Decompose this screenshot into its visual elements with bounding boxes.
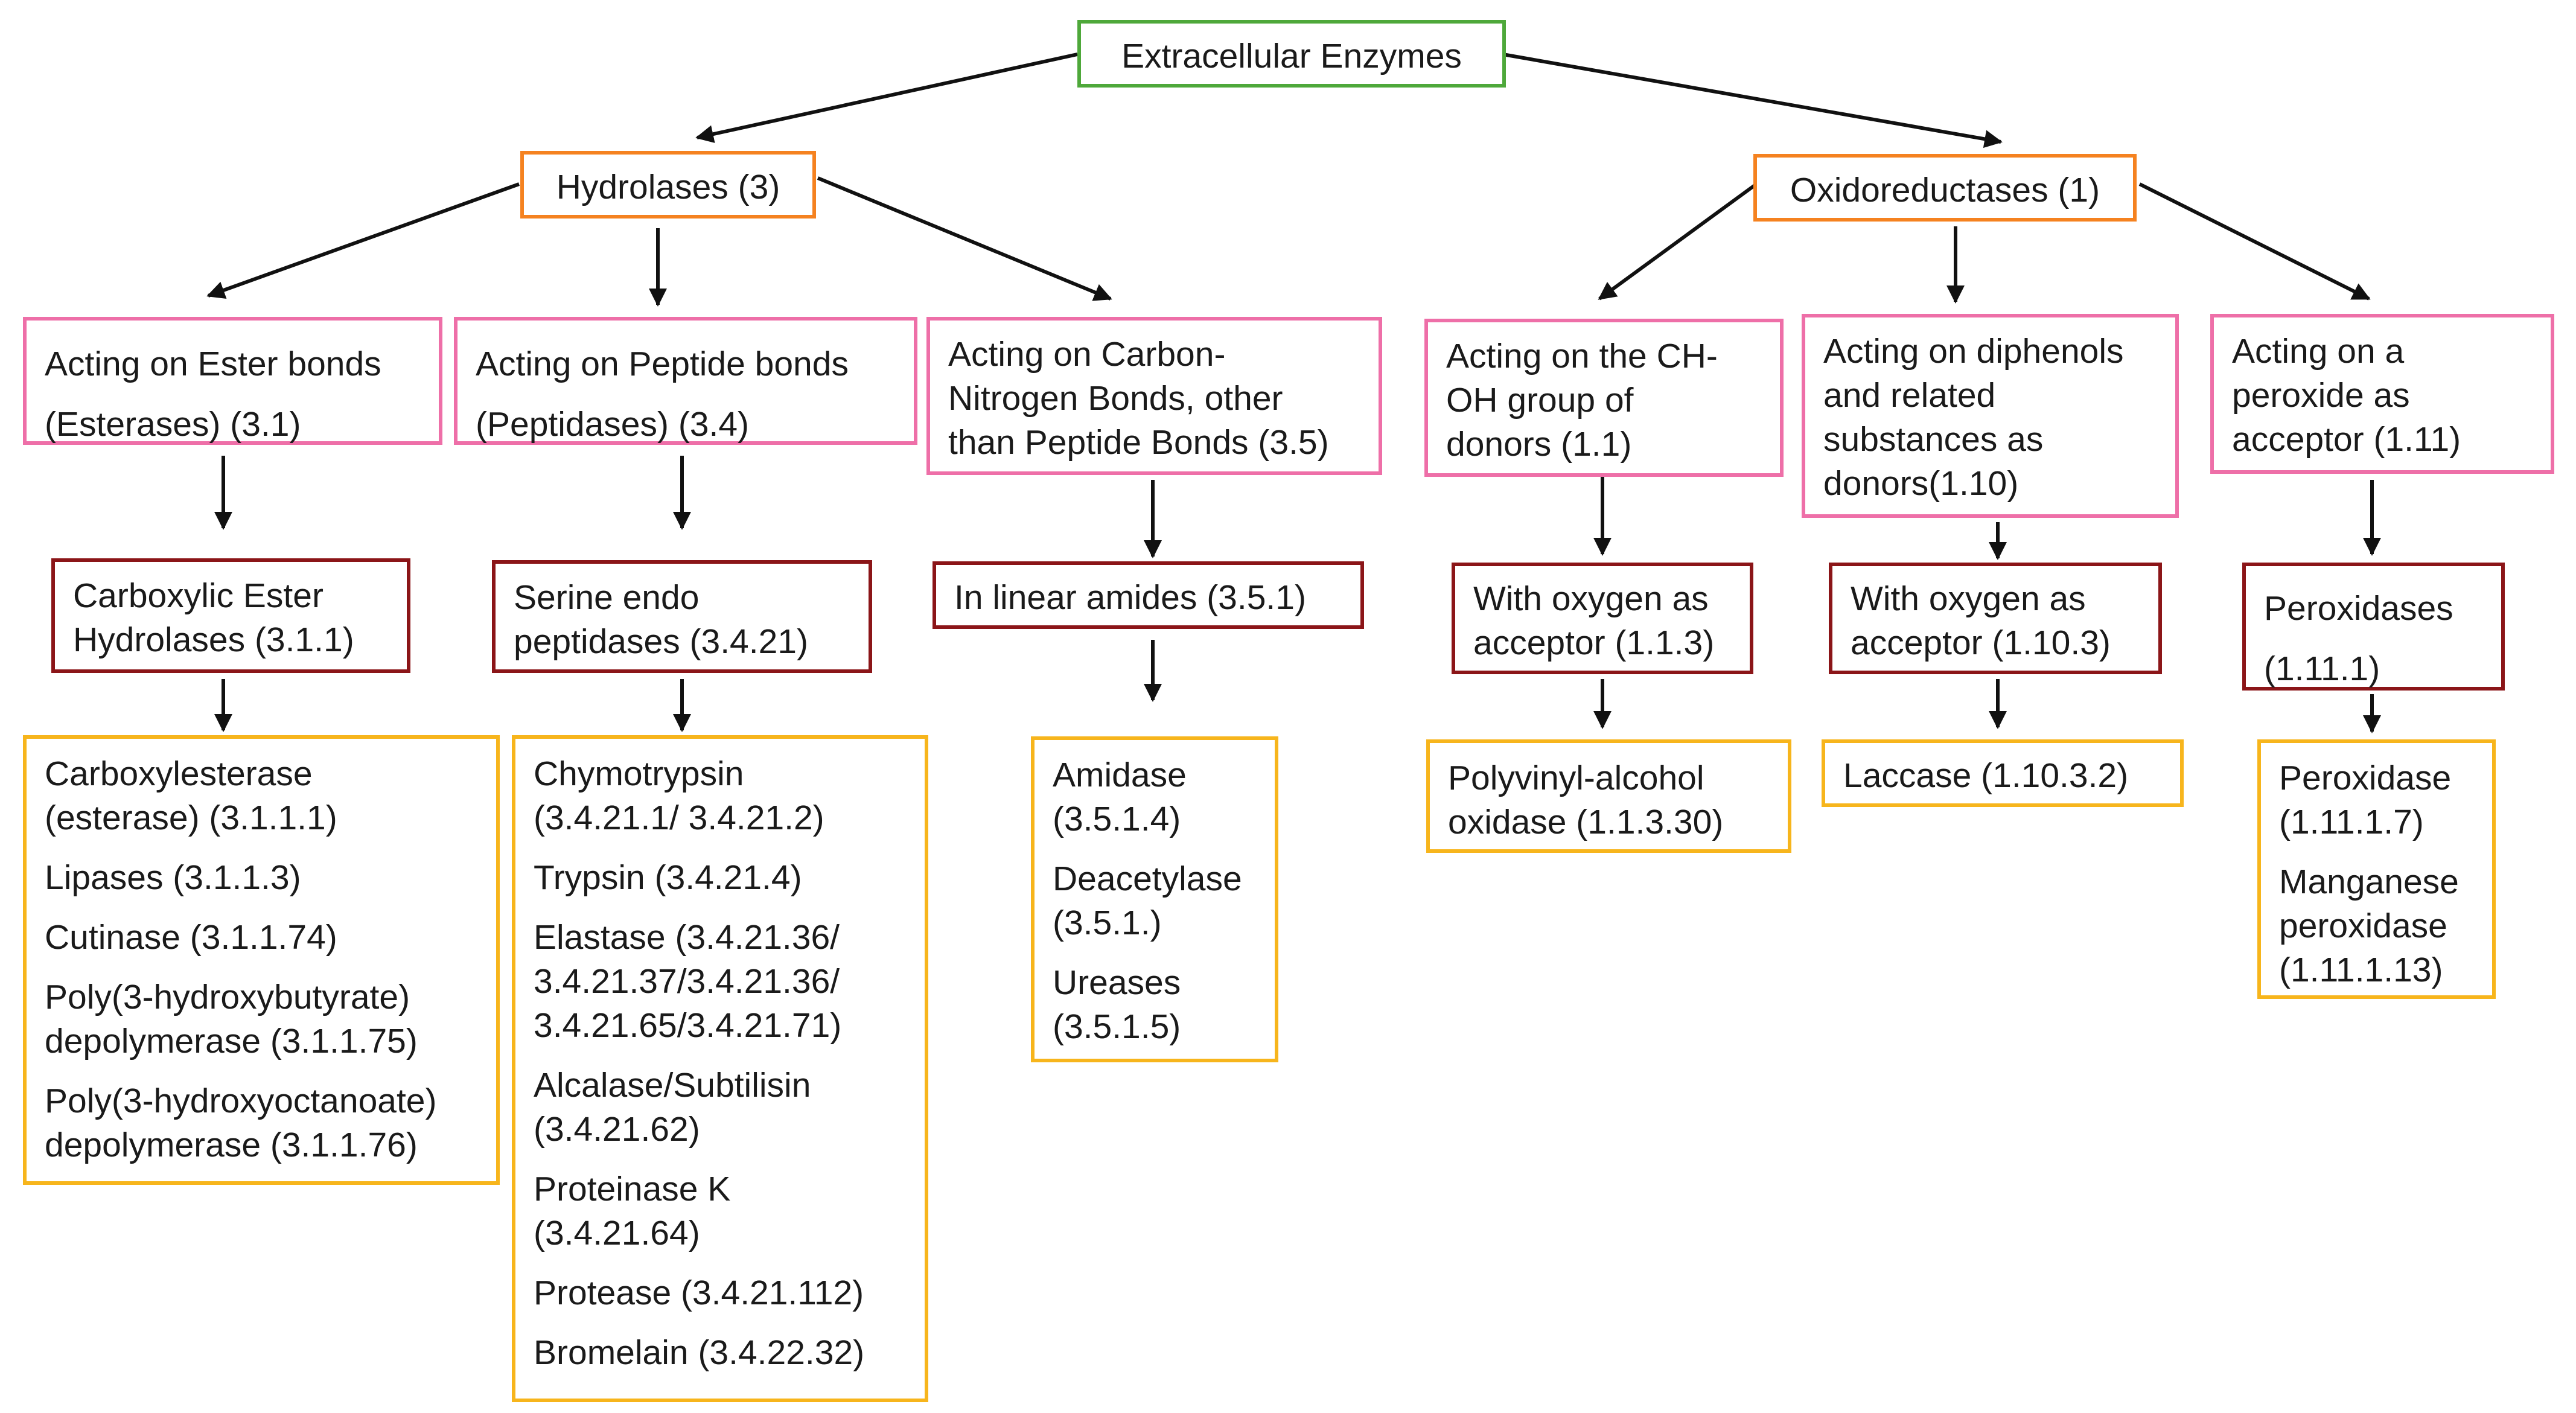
peptide-bonds-node: Acting on Peptide bonds (Peptidases) (3.…	[454, 317, 917, 445]
linear-amides-label: In linear amides (3.5.1)	[954, 578, 1306, 617]
ch-oh-group-line-1: Acting on the CH-	[1446, 337, 1718, 375]
list-item: Bromelain (3.4.22.32)	[534, 1333, 865, 1372]
list-item: Poly(3-hydroxyoctanoate) depolymerase (3…	[45, 1082, 437, 1164]
list-item: Deacetylase (3.5.1.)	[1053, 860, 1242, 942]
carboxylic-ester-line-2: Hydrolases (3.1.1)	[73, 620, 354, 659]
oxidoreductases-node: Oxidoreductases (1)	[1753, 154, 2137, 222]
diphenols-node: Acting on diphenols and related substanc…	[1802, 314, 2179, 518]
serine-endopeptidases-node: Serine endo peptidases (3.4.21)	[492, 560, 872, 673]
peptide-bonds-line-1: Acting on Peptide bonds	[476, 345, 849, 383]
amide-enzymes-list: Amidase (3.5.1.4) Deacetylase (3.5.1.) U…	[1031, 736, 1278, 1062]
list-item: Ureases (3.5.1.5)	[1053, 963, 1181, 1046]
ester-bonds-line-2: (Esterases) (3.1)	[45, 405, 301, 444]
list-item: Amidase (3.5.1.4)	[1053, 756, 1187, 838]
peroxide-acceptor-line-3: acceptor (1.11)	[2232, 420, 2461, 459]
linear-amides-node: In linear amides (3.5.1)	[933, 561, 1364, 629]
list-item: Chymotrypsin (3.4.21.1/ 3.4.21.2)	[534, 754, 824, 837]
arrow-oxido-choh	[1598, 182, 1758, 301]
list-item: Lipases (3.1.1.3)	[45, 858, 301, 897]
polyvinyl-alcohol-oxidase-list: Polyvinyl-alcohol oxidase (1.1.3.30)	[1426, 739, 1791, 853]
arrow-root-oxidoreductases	[1502, 53, 2003, 148]
root-label: Extracellular Enzymes	[1121, 37, 1462, 75]
oxygen-acceptor-1-1-3-line-1: With oxygen as	[1473, 579, 1709, 618]
esterase-enzymes-list: Carboxylesterase (esterase) (3.1.1.1) Li…	[23, 735, 500, 1185]
oxidoreductases-label: Oxidoreductases (1)	[1790, 171, 2100, 209]
peroxidases-line-1: Peroxidases	[2264, 589, 2453, 628]
diphenols-line-3: substances as	[1823, 420, 2044, 459]
peroxide-acceptor-line-1: Acting on a	[2232, 332, 2405, 371]
peroxide-acceptor-line-2: peroxide as	[2232, 376, 2410, 415]
peroxide-acceptor-node: Acting on a peroxide as acceptor (1.11)	[2210, 314, 2554, 474]
laccase-list: Laccase (1.10.3.2)	[1822, 739, 2184, 807]
ester-bonds-node: Acting on Ester bonds (Esterases) (3.1)	[23, 317, 442, 445]
peroxidase-enzymes-list: Peroxidase (1.11.1.7) Manganese peroxida…	[2257, 739, 2496, 999]
carbon-nitrogen-line-1: Acting on Carbon-	[948, 335, 1226, 374]
list-item: Proteinase K (3.4.21.64)	[534, 1170, 731, 1252]
list-item: Peroxidase (1.11.1.7)	[2279, 759, 2452, 841]
oxygen-acceptor-1-1-3-node: With oxygen as acceptor (1.1.3)	[1452, 563, 1753, 674]
arrow-oxido-peroxide	[2138, 182, 2371, 301]
oxygen-acceptor-1-10-3-line-1: With oxygen as	[1851, 579, 2086, 618]
list-item: Alcalase/Subtilisin (3.4.21.62)	[534, 1066, 811, 1149]
list-item: Protease (3.4.21.112)	[534, 1274, 864, 1312]
serine-endo-line-2: peptidases (3.4.21)	[514, 622, 808, 661]
serine-endo-line-1: Serine endo	[514, 578, 700, 617]
carboxylic-ester-hydrolases-node: Carboxylic Ester Hydrolases (3.1.1)	[51, 558, 410, 673]
list-item: Polyvinyl-alcohol oxidase (1.1.3.30)	[1448, 759, 1724, 841]
list-item: Carboxylesterase (esterase) (3.1.1.1)	[45, 754, 337, 837]
list-item: Manganese peroxidase (1.11.1.13)	[2279, 863, 2459, 989]
carbon-nitrogen-line-3: than Peptide Bonds (3.5)	[948, 423, 1329, 462]
peptidase-enzymes-list: Chymotrypsin (3.4.21.1/ 3.4.21.2) Trypsi…	[512, 735, 928, 1402]
peroxidases-node: Peroxidases (1.11.1)	[2242, 563, 2505, 691]
list-item: Laccase (1.10.3.2)	[1843, 756, 2129, 795]
diphenols-line-1: Acting on diphenols	[1823, 332, 2124, 371]
peptide-bonds-line-2: (Peptidases) (3.4)	[476, 405, 750, 444]
list-item: Poly(3-hydroxybutyrate) depolymerase (3.…	[45, 978, 418, 1061]
diphenols-line-4: donors(1.10)	[1823, 464, 2019, 503]
ch-oh-group-node: Acting on the CH- OH group of donors (1.…	[1424, 319, 1784, 477]
arrow-hydrolases-cn	[817, 176, 1112, 301]
hydrolases-label: Hydrolases (3)	[556, 168, 780, 206]
arrow-root-hydrolases	[695, 53, 1078, 143]
oxygen-acceptor-1-10-3-line-2: acceptor (1.10.3)	[1851, 624, 2111, 662]
diphenols-line-2: and related	[1823, 376, 1996, 415]
hydrolases-node: Hydrolases (3)	[520, 151, 816, 218]
carboxylic-ester-line-1: Carboxylic Ester	[73, 576, 324, 615]
carbon-nitrogen-node: Acting on Carbon- Nitrogen Bonds, other …	[926, 317, 1382, 475]
ch-oh-group-line-2: OH group of	[1446, 381, 1634, 419]
peroxidases-line-2: (1.11.1)	[2264, 649, 2380, 688]
list-item: Elastase (3.4.21.36/ 3.4.21.37/3.4.21.36…	[534, 918, 842, 1045]
list-item: Cutinase (3.1.1.74)	[45, 918, 337, 957]
ch-oh-group-line-3: donors (1.1)	[1446, 425, 1632, 464]
oxygen-acceptor-1-1-3-line-2: acceptor (1.1.3)	[1473, 624, 1715, 662]
ester-bonds-line-1: Acting on Ester bonds	[45, 345, 381, 383]
arrow-hydrolases-ester	[206, 182, 520, 299]
carbon-nitrogen-line-2: Nitrogen Bonds, other	[948, 379, 1283, 418]
root-node: Extracellular Enzymes	[1077, 20, 1506, 88]
list-item: Trypsin (3.4.21.4)	[534, 858, 802, 897]
oxygen-acceptor-1-10-3-node: With oxygen as acceptor (1.10.3)	[1829, 563, 2162, 674]
